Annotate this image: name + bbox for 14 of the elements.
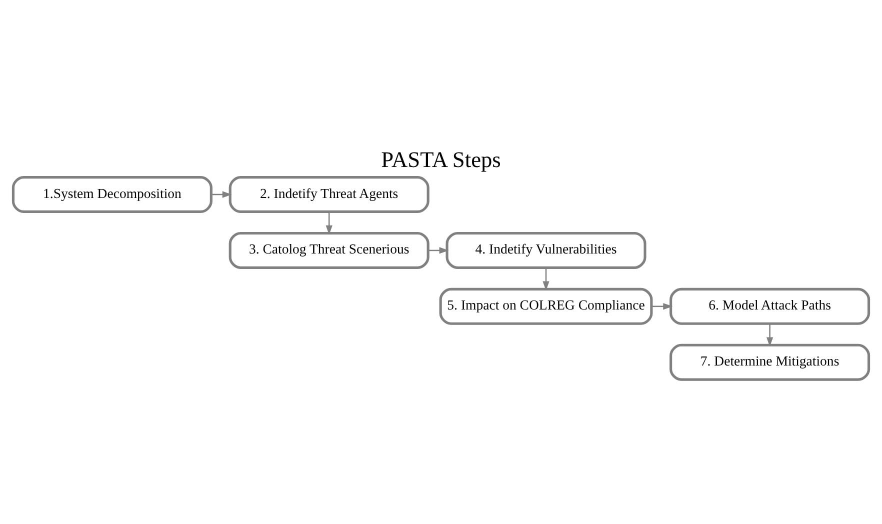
arrow	[211, 190, 232, 198]
node-box: 6. Model Attack Paths	[670, 287, 870, 324]
arrow	[428, 246, 449, 254]
arrow	[766, 323, 774, 346]
node-box: 1.System Decomposition	[12, 176, 212, 212]
node-box: 7. Determine Mitigations	[670, 343, 870, 380]
node-box: 2. Indetify Threat Agents	[228, 176, 430, 212]
arrow	[652, 302, 673, 310]
diagram-title: PASTA Steps	[381, 146, 501, 172]
node-box: 4. Indetify Vulnerabilities	[446, 231, 646, 268]
arrow	[326, 211, 332, 234]
node-box: 5. Impact on COLREG Compliance	[439, 287, 653, 324]
arrow	[542, 267, 550, 290]
node-box: 3. Catolog Threat Scenerious	[228, 231, 430, 268]
